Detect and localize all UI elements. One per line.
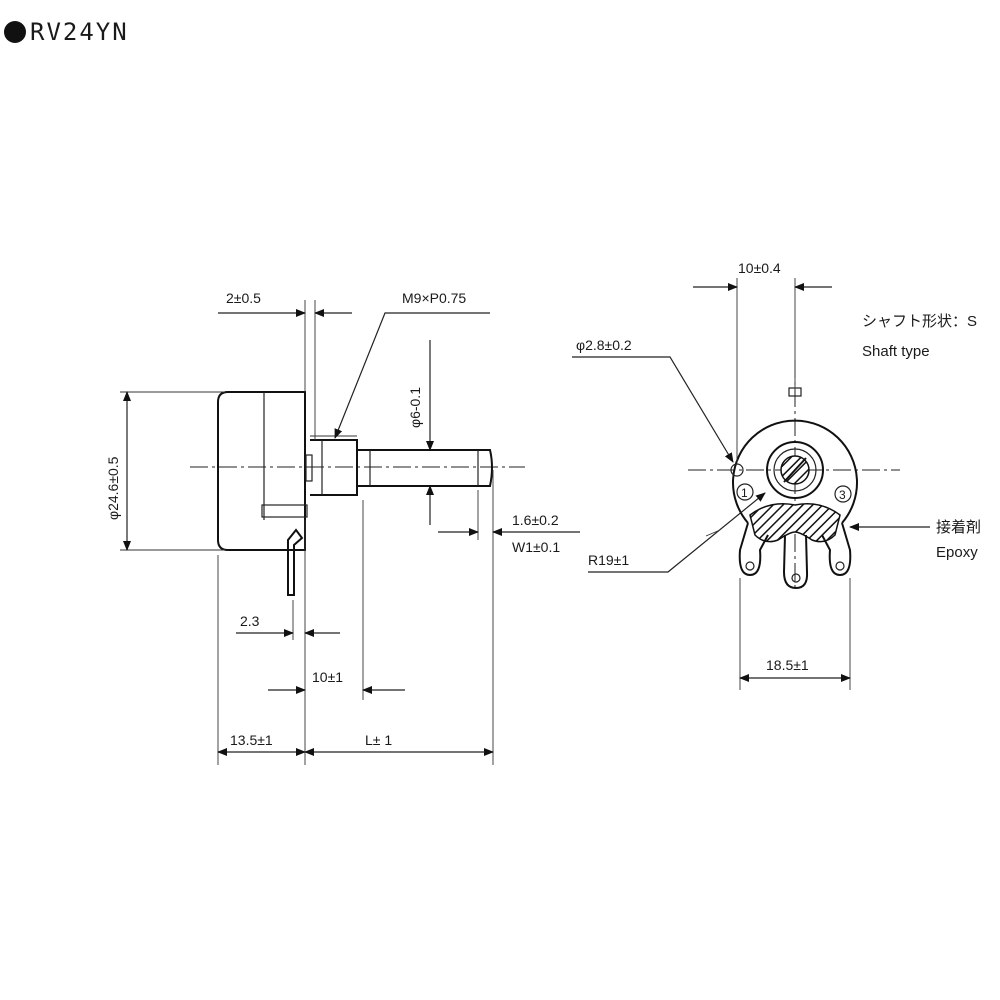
side-view: 2±0.5 M9×P0.75 φ6-0.1 φ24.6±0.5 1.6±0.2 … [105,290,580,765]
terminal-tab [261,504,308,518]
shaft-type-en: Shaft type [862,343,930,360]
title-bullet-icon [4,21,26,43]
dim-bushing-label: 10±1 [312,669,343,685]
page-title: RV24YN [30,18,129,46]
dim-terminal-label: 2.3 [240,613,260,629]
terminal-3-marker [834,485,852,503]
dim-gap-label: 2±0.5 [226,290,261,306]
terminal-2 [782,534,809,590]
dim-radius-label: R19±1 [588,552,629,568]
dim-slot-w-label: W1±0.1 [512,539,560,555]
terminal-pin [287,528,304,596]
terminal-1-hole [745,561,755,571]
dim-thread-label: M9×P0.75 [402,290,466,306]
bushing-inner-circle [773,448,817,492]
dim-width-label: 18.5±1 [766,657,809,673]
thread-leader [334,312,490,439]
epoxy-en: Epoxy [936,544,978,561]
terminal-3-hole [835,561,845,571]
dim-shaft-dia-label: φ6-0.1 [407,387,423,428]
shaft-slot [783,457,807,483]
terminal-3 [821,522,852,577]
terminal-1 [738,522,769,577]
terminal-3-number: 3 [839,488,846,502]
bushing-outer-circle [766,441,824,499]
dim-body-dia-label: φ24.6±0.5 [105,456,121,520]
shaft [357,449,493,487]
terminal-1-marker [736,483,754,501]
dim-hole-label: φ2.8±0.2 [576,337,632,353]
front-view: 1 3 10±0.4 φ2.8±0.2 R19±1 18.5±1 シャフト形状：… [572,260,981,690]
epoxy-area [749,503,841,543]
hole-leader [572,356,734,463]
lug-hole [730,463,744,477]
anti-rotation-lug [305,454,313,482]
front-body-circle [732,419,858,524]
dim-top-label: 10±0.4 [738,260,781,276]
potentiometer-body [217,391,306,551]
terminal-2-hole [791,573,801,583]
radius-tick [705,529,721,537]
epoxy-jp: 接着剤 [936,519,981,536]
dim-body-depth-label: 13.5±1 [230,732,273,748]
terminal-1-number: 1 [741,486,748,500]
dim-shaft-length-label: L± 1 [365,732,392,748]
shaft-type-jp: シャフト形状：S [862,313,977,330]
dim-slot-label: 1.6±0.2 [512,512,559,528]
threaded-bushing [310,439,358,496]
title-row: RV24YN [4,18,129,46]
radius-leader [588,492,766,573]
